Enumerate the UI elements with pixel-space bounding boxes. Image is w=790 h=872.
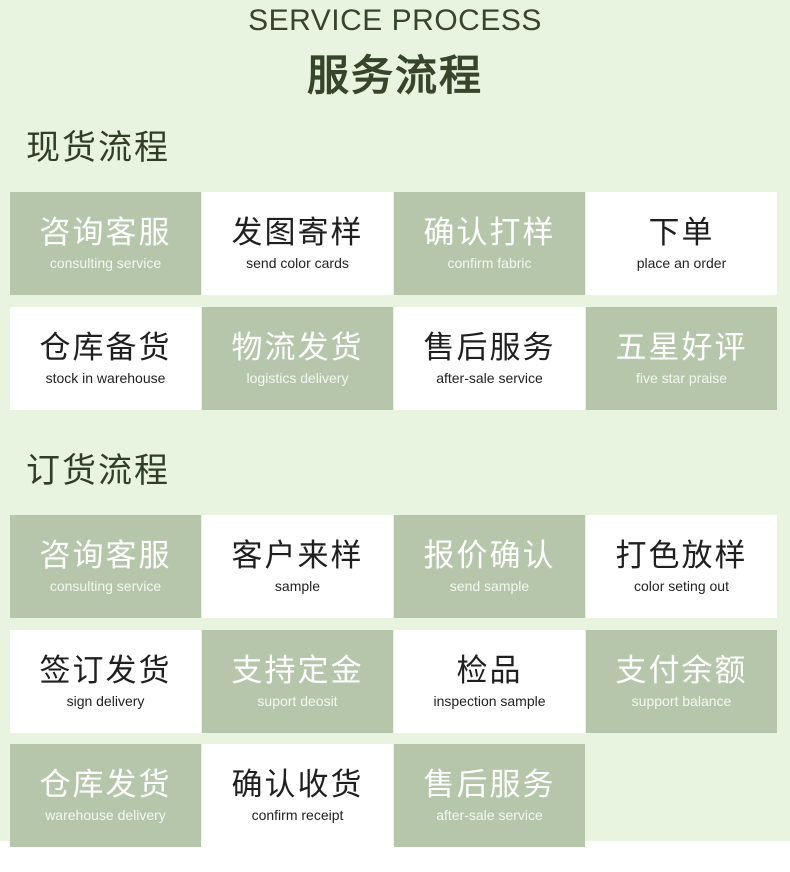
section-title-spot-goods: 现货流程 (26, 128, 170, 168)
order-goods-process-grid: 咨询客服 consulting service 客户来样 sample 报价确认 send… (10, 515, 778, 847)
process-step-english-label: confirm fabric (447, 255, 532, 271)
process-step-english-label: support balance (631, 693, 732, 709)
process-step: 下单 place an order (586, 192, 777, 295)
process-step-chinese-label: 客户来样 (231, 538, 364, 574)
process-step-chinese-label: 确认打样 (423, 215, 556, 251)
process-step-chinese-label: 售后服务 (423, 767, 556, 803)
process-step-english-label: consulting service (49, 578, 162, 594)
process-step-chinese-label: 支持定金 (231, 653, 364, 689)
process-step-chinese-label: 确认收货 (231, 767, 364, 803)
spot-goods-process-grid: 咨询客服 consulting service 发图寄样 send color car… (10, 192, 778, 410)
process-step: 物流发货 logistics delivery (202, 307, 393, 410)
process-step-english-label: sample (274, 578, 321, 594)
process-step-chinese-label: 咨询客服 (39, 538, 172, 574)
process-step: 客户来样 sample (202, 515, 393, 618)
process-step-english-label: inspection sample (433, 693, 546, 709)
process-step-chinese-label: 售后服务 (423, 330, 556, 366)
process-step-english-label: warehouse delivery (45, 807, 166, 823)
process-step-chinese-label: 五星好评 (615, 330, 748, 366)
page-title-english: SERVICE PROCESS (248, 4, 542, 37)
process-step-english-label: after-sale service (436, 807, 543, 823)
process-step-chinese-label: 签订发货 (39, 653, 172, 689)
process-step-english-label: confirm receipt (251, 807, 344, 823)
process-step: 确认打样 confirm fabric (394, 192, 585, 295)
process-step-chinese-label: 咨询客服 (39, 215, 172, 251)
process-step: 咨询客服 consulting service (10, 515, 201, 618)
process-step-english-label: place an order (636, 255, 727, 271)
process-step: 售后服务 after-sale service (394, 307, 585, 410)
process-step: 支付余额 support balance (586, 630, 777, 733)
process-step: 发图寄样 send color cards (202, 192, 393, 295)
process-step-chinese-label: 报价确认 (423, 538, 556, 574)
process-step-english-label: consulting service (49, 255, 162, 271)
process-step-chinese-label: 物流发货 (231, 330, 364, 366)
process-step: 检品 inspection sample (394, 630, 585, 733)
process-step-chinese-label: 打色放样 (615, 538, 748, 574)
process-step-chinese-label: 仓库备货 (39, 330, 172, 366)
process-step: 打色放样 color seting out (586, 515, 777, 618)
process-step: 咨询客服 consulting service (10, 192, 201, 295)
process-step-chinese-label: 仓库发货 (39, 767, 172, 803)
process-step: 仓库备货 stock in warehouse (10, 307, 201, 410)
process-step: 报价确认 send sample (394, 515, 585, 618)
process-step-english-label: after-sale service (436, 370, 543, 386)
process-step-chinese-label: 支付余额 (615, 653, 748, 689)
process-step-english-label: sign delivery (66, 693, 145, 709)
process-step-chinese-label: 发图寄样 (231, 215, 364, 251)
process-step: 五星好评 five star praise (586, 307, 777, 410)
process-step-english-label: color seting out (634, 578, 729, 594)
process-step-english-label: stock in warehouse (45, 370, 166, 386)
process-step-english-label: send color cards (246, 255, 349, 271)
process-step-english-label: logistics delivery (246, 370, 349, 386)
process-step: 支持定金 suport deosit (202, 630, 393, 733)
process-step-english-label: five star praise (635, 370, 728, 386)
process-step: 签订发货 sign delivery (10, 630, 201, 733)
section-title-order-goods: 订货流程 (26, 451, 170, 491)
process-step: 售后服务 after-sale service (394, 744, 585, 847)
process-step-chinese-label: 检品 (456, 653, 523, 689)
process-step: 仓库发货 warehouse delivery (10, 744, 201, 847)
process-step-english-label: send sample (449, 578, 530, 594)
process-step: 确认收货 confirm receipt (202, 744, 393, 847)
page-title-chinese: 服务流程 (306, 51, 483, 100)
process-step-english-label: suport deosit (257, 693, 338, 709)
process-step-chinese-label: 下单 (648, 215, 715, 251)
page-background: SERVICE PROCESS 服务流程 现货流程 咨询客服 consulting… (0, 0, 790, 847)
